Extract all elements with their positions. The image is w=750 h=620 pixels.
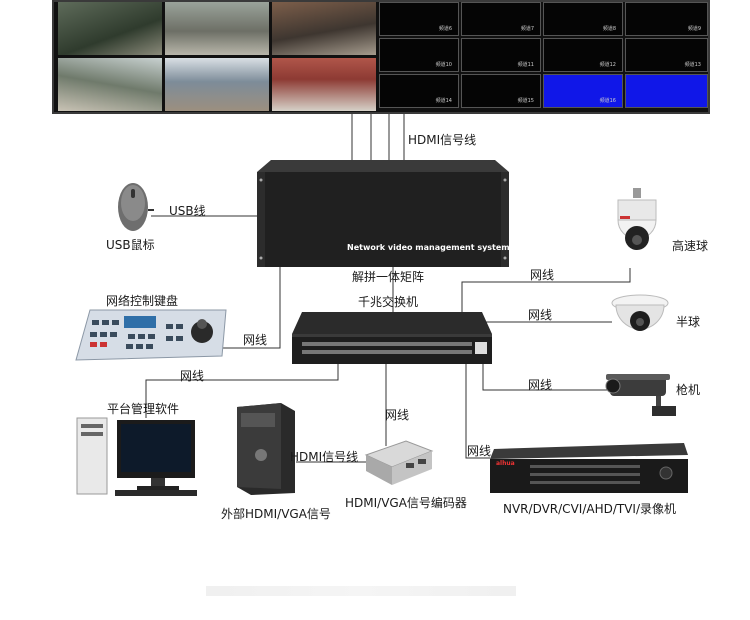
bullet-cable-label: 网线 [528,378,553,392]
channel-window: 频道6 [379,2,459,36]
bullet-camera-icon [605,374,676,416]
usb-cable-label: USB线 [169,204,206,218]
channel-window-selected: 频道16 [543,74,623,108]
channel-window-grid: 频道6 频道7 频道8 频道9 频道10 频道11 频道12 频道13 频道14… [379,2,708,112]
camera-feed-grid [58,2,376,112]
camera-feed [165,2,269,55]
dvr-label: NVR/DVR/CVI/AHD/TVI/录像机 [503,502,676,516]
channel-window: 频道7 [461,2,541,36]
network-keyboard-label: 网络控制键盘 [106,294,179,308]
encoder-cable-label: 网线 [385,408,410,422]
hdmi-cable-label: HDMI信号线 [408,133,477,147]
pc-software-label: 平台管理软件 [107,402,180,416]
gigabit-switch [292,312,492,364]
matrix-panel-text: Network video management system [347,243,510,252]
camera-feed [165,58,269,111]
network-control-keyboard-icon [75,309,227,361]
channel-window: 频道9 [625,2,708,36]
half-dome-cable-label: 网线 [528,308,553,322]
channel-window: 频道11 [461,38,541,72]
usb-dash [148,209,154,211]
hdmi-vga-encoder-icon [364,440,434,485]
keyboard-cable-label: 网线 [243,333,268,347]
bullet-camera-label: 枪机 [676,383,701,397]
blurred-footer [206,586,516,596]
nvr-dvr-recorder-icon [490,443,688,493]
camera-feed [272,58,376,111]
dvr-brand-logo: alhua [496,460,515,467]
management-pc-icon [76,417,197,496]
channel-window: 频道12 [543,38,623,72]
external-hdmi-cable-label: HDMI信号线 [290,450,359,464]
network-video-matrix [257,160,509,267]
half-dome-label: 半球 [676,315,701,329]
switch-label: 千兆交换机 [358,295,419,309]
camera-feed [272,2,376,55]
half-dome-camera-icon [611,294,669,331]
speed-dome-cable-label: 网线 [530,268,555,282]
channel-window: 频道8 [543,2,623,36]
usb-mouse-label: USB鼠标 [106,238,155,252]
channel-window: 频道14 [379,74,459,108]
encoder-label: HDMI/VGA信号编码器 [345,496,467,510]
external-source-label: 外部HDMI/VGA信号 [221,507,331,521]
dvr-cable-label: 网线 [467,444,492,458]
speed-dome-label: 高速球 [672,239,709,253]
pc-cable-label: 网线 [180,369,205,383]
camera-feed [58,2,162,55]
channel-window-selected [625,74,708,108]
matrix-label: 解拼一体矩阵 [352,270,425,284]
camera-feed [58,58,162,111]
speed-dome-camera-icon [617,188,657,250]
external-source-pc-icon [237,403,295,495]
usb-mouse-icon [118,183,148,231]
video-wall: 频道6 频道7 频道8 频道9 频道10 频道11 频道12 频道13 频道14… [52,0,710,114]
channel-window: 频道13 [625,38,708,72]
channel-window: 频道10 [379,38,459,72]
channel-window: 频道15 [461,74,541,108]
